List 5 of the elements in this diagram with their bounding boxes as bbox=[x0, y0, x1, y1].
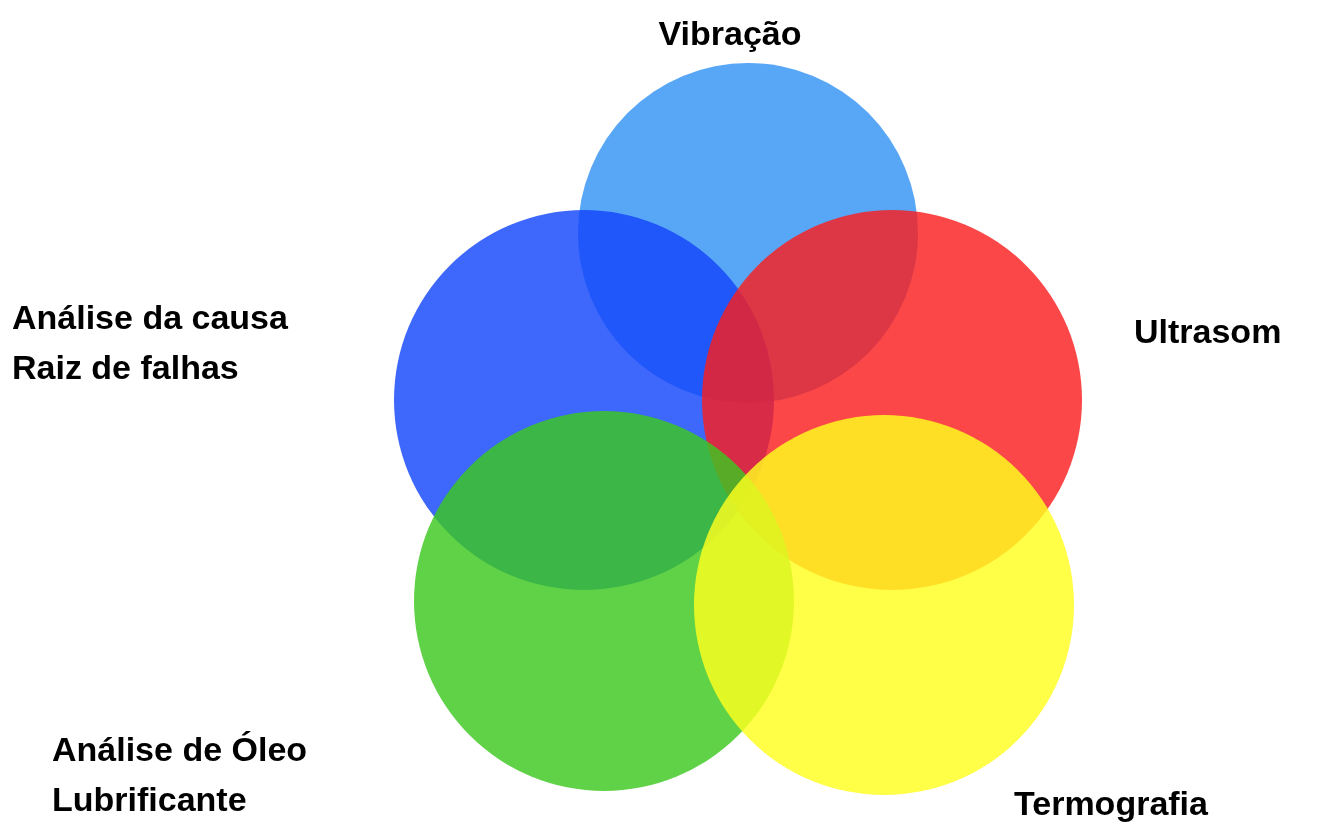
category-label: Ultrasom bbox=[1134, 311, 1283, 352]
category-label: Vibração bbox=[657, 13, 803, 54]
category-label: Análise de Óleo Lubrificante bbox=[52, 729, 309, 820]
category-label: Termografia bbox=[1014, 783, 1209, 824]
category-label: Análise da causa Raiz de falhas bbox=[12, 297, 289, 388]
